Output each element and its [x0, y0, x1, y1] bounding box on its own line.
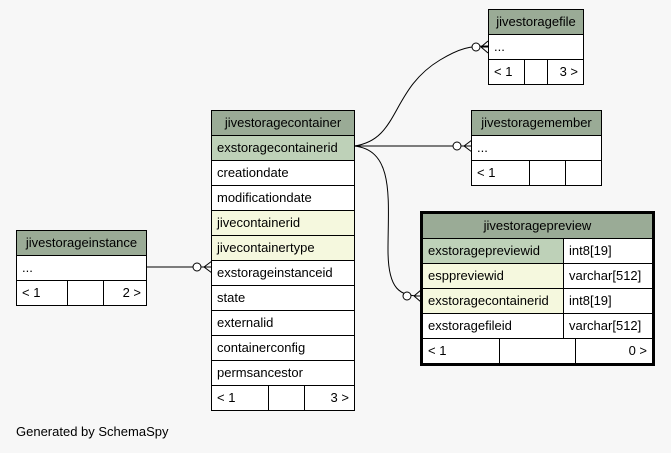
edge-container-file: [353, 45, 489, 147]
table-jivestoragecontainer[interactable]: jivestoragecontainer exstoragecontaineri…: [211, 110, 355, 411]
parent-count: < 1: [217, 390, 236, 405]
column-row: externalid: [212, 311, 354, 336]
table-row: ...: [472, 136, 601, 161]
table-jivestorageinstance[interactable]: jivestorageinstance ... < 1 2 >: [16, 230, 147, 306]
column-row: exstoragepreviewid int8[19]: [423, 239, 652, 264]
table-header: jivestoragepreview: [423, 214, 652, 239]
edge-container-member-optional-marker: [452, 141, 462, 151]
row-count: [268, 386, 303, 410]
column-row: modificationdate: [212, 186, 354, 211]
column-row: permsancestor: [212, 361, 354, 386]
table-footer: < 1 3 >: [212, 386, 354, 410]
column-row: exstorageinstanceid: [212, 261, 354, 286]
column-row: esppreviewid varchar[512]: [423, 264, 652, 289]
table-footer: < 1 0 >: [423, 339, 652, 363]
table-jivestoragefile[interactable]: jivestoragefile ... < 1 3 >: [488, 9, 584, 85]
table-footer: < 1 3 >: [489, 60, 583, 84]
edge-container-preview-crowfoot: [413, 289, 422, 303]
table-jivestoragemember[interactable]: jivestoragemember ... < 1: [471, 110, 602, 186]
row-count: [498, 339, 576, 363]
column-row: jivecontainerid: [212, 211, 354, 236]
child-count: 0 >: [575, 339, 652, 363]
child-count: 3 >: [303, 386, 354, 410]
parent-count: < 1: [428, 343, 447, 358]
edge-container-member-crowfoot: [463, 139, 473, 153]
column-row: exstoragefileid varchar[512]: [423, 314, 652, 339]
table-footer: < 1: [472, 161, 601, 185]
parent-count: < 1: [22, 285, 41, 300]
row-count: [66, 281, 103, 305]
edge-instance-container-crowfoot: [203, 260, 213, 274]
column-row: exstoragecontainerid int8[19]: [423, 289, 652, 314]
edge-container-file-optional-marker: [471, 42, 481, 52]
row-count: [529, 161, 565, 185]
column-row: creationdate: [212, 161, 354, 186]
parent-count: < 1: [477, 165, 496, 180]
generated-by-caption: Generated by SchemaSpy: [16, 424, 169, 439]
table-row: ...: [17, 256, 146, 281]
table-header: jivestoragefile: [489, 10, 583, 35]
edge-container-preview: [353, 145, 422, 297]
column-row: containerconfig: [212, 336, 354, 361]
child-count: [565, 161, 601, 185]
table-row: ...: [489, 35, 583, 60]
child-count: 2 >: [102, 281, 146, 305]
parent-count: < 1: [494, 64, 513, 79]
edge-container-preview-optional-marker: [402, 291, 412, 301]
table-footer: < 1 2 >: [17, 281, 146, 305]
edge-instance-container-optional-marker: [192, 262, 202, 272]
child-count: 3 >: [547, 60, 583, 84]
table-header: jivestorageinstance: [17, 231, 146, 256]
column-row: exstoragecontainerid: [212, 136, 354, 161]
column-row: jivecontainertype: [212, 236, 354, 261]
table-header: jivestoragecontainer: [212, 111, 354, 136]
row-count: [523, 60, 547, 84]
edge-container-file-crowfoot: [480, 40, 489, 54]
table-header: jivestoragemember: [472, 111, 601, 136]
column-row: state: [212, 286, 354, 311]
table-jivestoragepreview[interactable]: jivestoragepreview exstoragepreviewid in…: [420, 211, 655, 366]
